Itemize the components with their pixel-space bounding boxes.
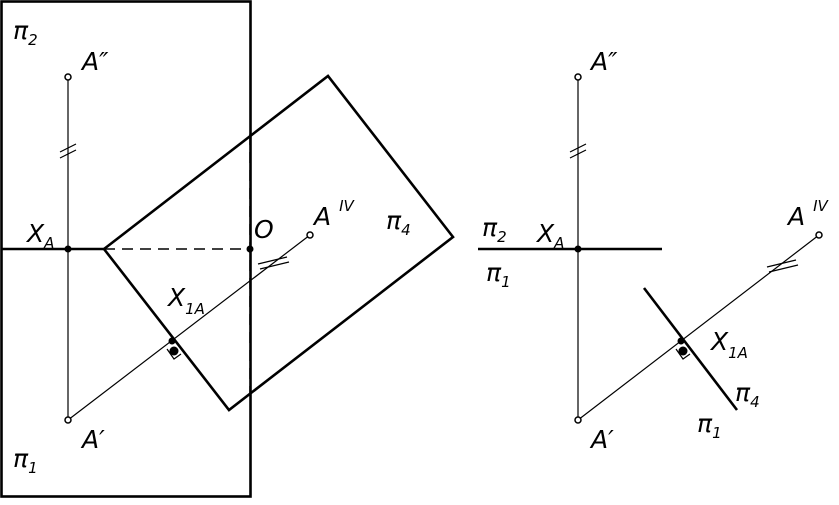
right-label-p2: π2 (482, 213, 507, 246)
right-point-a4 (815, 231, 823, 239)
left-label-a1: A′ (80, 425, 105, 454)
left-point-x1a-marker (169, 346, 179, 356)
right-label-p1-lower: π1 (697, 409, 722, 442)
right-point-x1a (677, 337, 685, 345)
left-label-xa: XA (25, 219, 54, 252)
left-label-p1: π1 (13, 444, 38, 477)
right-label-p4: π4 (735, 378, 760, 411)
left-point-x1a (168, 337, 176, 345)
right-point-a2 (574, 73, 582, 81)
left-point-o (246, 245, 254, 253)
left-label-x1a: X1A (166, 283, 205, 318)
right-equal-tick (768, 264, 799, 273)
right-point-x1a-marker (678, 346, 688, 356)
right-right-angle-mark (675, 348, 691, 360)
right-label-xa: XA (535, 219, 564, 252)
left-point-a2 (64, 73, 72, 81)
left-label-a2: A″ (80, 47, 109, 76)
left-point-a1 (64, 416, 72, 424)
right-equal-tick (569, 143, 587, 153)
right-equal-tick (766, 259, 797, 268)
left-point-xa (64, 245, 72, 253)
right-label-a1: A′ (589, 425, 614, 454)
left-equal-tick (257, 256, 288, 265)
left-link-line-a1-a4 (67, 234, 311, 421)
left-equal-tick (59, 149, 77, 159)
left-right-angle-mark (166, 348, 182, 360)
left-plane-p4-frame (102, 74, 455, 412)
left-point-a4 (306, 231, 314, 239)
right-label-p1: π1 (486, 258, 511, 291)
left-label-p2: π2 (13, 16, 38, 49)
right-label-a2: A″ (589, 47, 618, 76)
right-link-line-a1-a4 (577, 234, 820, 421)
left-label-o: O (254, 215, 274, 244)
right-point-xa (574, 245, 582, 253)
left-equal-tick (259, 261, 290, 270)
right-label-x1a: X1A (709, 327, 748, 362)
right-x1-axis (642, 287, 739, 411)
right-point-a1 (574, 416, 582, 424)
left-label-p4: π4 (386, 206, 411, 239)
right-equal-tick (569, 149, 587, 159)
left-equal-tick (59, 143, 77, 153)
